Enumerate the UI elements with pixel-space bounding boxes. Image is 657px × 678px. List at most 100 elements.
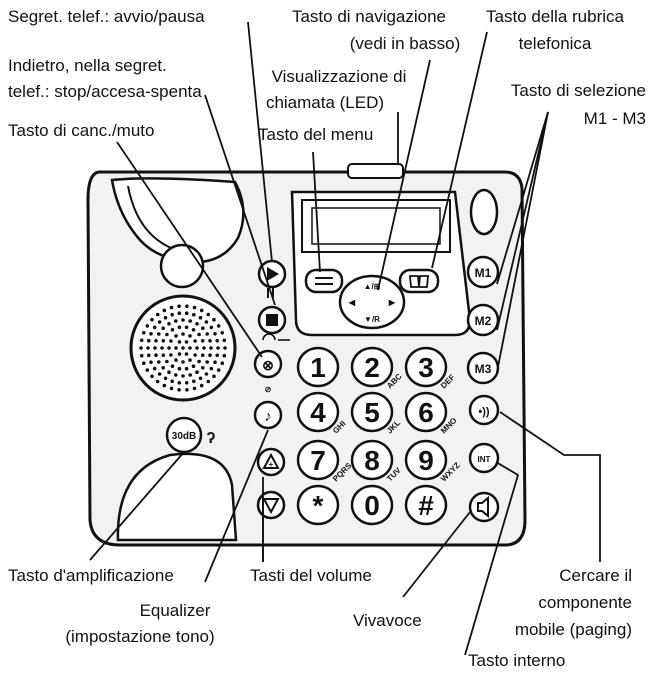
paging-icon: •)): [478, 406, 490, 418]
speaker-hole: [177, 325, 182, 330]
speaker-hole: [181, 346, 185, 350]
key-star[interactable]: [296, 484, 340, 526]
key-6[interactable]: [404, 391, 448, 433]
key-3[interactable]: [404, 346, 448, 388]
speaker-hole: [212, 374, 216, 379]
leader-lines: [89, 21, 601, 656]
speaker-hole: [184, 340, 189, 344]
speaker-hole: [170, 328, 175, 332]
speaker-hole: [206, 312, 211, 317]
speaker-hole: [184, 311, 189, 316]
speaker-icon: [477, 495, 489, 519]
handset-cradle-lower: [116, 452, 238, 542]
menu-key[interactable]: [304, 268, 344, 294]
speaker-hole: [206, 379, 211, 384]
speaker-hole: [181, 332, 185, 336]
svg-text:▶: ▶: [388, 298, 396, 307]
key-0[interactable]: [350, 484, 394, 526]
speaker-hole: [222, 353, 227, 358]
speaker-hole: [181, 360, 185, 364]
speaker-hole: [161, 353, 166, 358]
key-5[interactable]: [350, 391, 394, 433]
speaker-hole: [223, 346, 227, 350]
label-navigazione-1: Tasto di navigazione: [291, 7, 447, 26]
speaker-hole: [198, 376, 203, 381]
memory-key-m2[interactable]: [466, 303, 500, 337]
key-1[interactable]: [296, 346, 340, 388]
key-digit-label: 0: [364, 490, 380, 521]
key-digit-label: 9: [418, 445, 434, 476]
label-selezione-2: M1 - M3: [583, 109, 646, 128]
speaker-hole: [142, 361, 146, 366]
label-vivavoce: Vivavoce: [353, 611, 422, 630]
speaker-hole: [177, 311, 182, 316]
speaker-hole: [161, 339, 166, 343]
key-digit-label: 5: [364, 397, 380, 428]
speaker-hole: [222, 338, 227, 343]
speaker-hole: [213, 360, 217, 365]
key-hash[interactable]: [404, 484, 448, 526]
speaker-hole: [220, 331, 224, 335]
speaker-hole: [149, 360, 153, 365]
speaker-hole: [157, 360, 161, 364]
navigation-key[interactable]: [338, 274, 406, 330]
speaker-hole: [154, 353, 158, 358]
speaker-hole: [167, 322, 171, 326]
speaker-hole: [152, 325, 157, 330]
speaker-hole: [216, 368, 221, 372]
speaker-hole: [174, 346, 178, 350]
label-equalizer-1: Equalizer: [139, 601, 211, 620]
speaker-hole: [169, 339, 173, 343]
boost-key-label: 30dB: [172, 431, 196, 442]
int-key[interactable]: [468, 442, 500, 474]
speaker-hole: [205, 332, 209, 336]
label-rubrica-1: Tasto della rubrica: [486, 7, 624, 26]
speaker-hole: [165, 332, 169, 337]
equalizer-key[interactable]: [253, 400, 283, 430]
speaker-hole: [209, 325, 214, 330]
label-amplificazione: Tasto d'amplificazione: [8, 566, 174, 585]
key-8[interactable]: [350, 439, 394, 481]
call-led: [469, 188, 499, 236]
speaker-hole: [181, 318, 185, 322]
key-7[interactable]: [296, 439, 340, 481]
speaker-hole: [163, 315, 168, 320]
memory-key-m2-label: M2: [475, 314, 492, 328]
speaker-hole: [199, 383, 204, 388]
book-icon: [409, 275, 429, 288]
speaker-hole: [198, 315, 203, 320]
speaker-hole: [170, 364, 175, 369]
key-9[interactable]: [404, 439, 448, 481]
speaker-hole: [157, 372, 162, 376]
key-digit-label: 8: [364, 445, 380, 476]
speaker-hole: [162, 383, 167, 388]
label-cercare-2: componente: [538, 593, 632, 612]
svg-text:⊗: ⊗: [262, 357, 274, 373]
speaker-hole: [181, 374, 185, 378]
key-4[interactable]: [296, 391, 340, 433]
speaker-hole: [169, 305, 174, 310]
speaker-hole: [204, 372, 209, 376]
speaker-hole: [170, 379, 174, 384]
speaker-hole: [215, 338, 219, 343]
speaker-hole: [200, 353, 205, 358]
svg-text:⊘: ⊘: [265, 385, 272, 394]
paging-key[interactable]: [468, 394, 500, 426]
memory-key-m1[interactable]: [466, 255, 500, 289]
memory-key-m1-label: M1: [475, 266, 492, 280]
hook-button: [159, 243, 205, 289]
key-digit-label: 7: [310, 445, 326, 476]
key-2[interactable]: [350, 346, 394, 388]
speaker-hole: [145, 368, 150, 372]
svg-text:▼/R: ▼/R: [364, 315, 380, 324]
speaker-hole: [139, 338, 144, 343]
speaker-hole: [188, 346, 192, 350]
speaker-hole: [145, 324, 150, 328]
speaker-hole: [204, 320, 209, 324]
mute-key[interactable]: [253, 349, 283, 379]
speaker-hole: [160, 346, 164, 350]
label-visualizzazione-1: Visualizzazione di: [271, 67, 407, 86]
speaker-hole: [184, 366, 189, 371]
label-equalizer-2: (impostazione tono): [65, 627, 215, 646]
